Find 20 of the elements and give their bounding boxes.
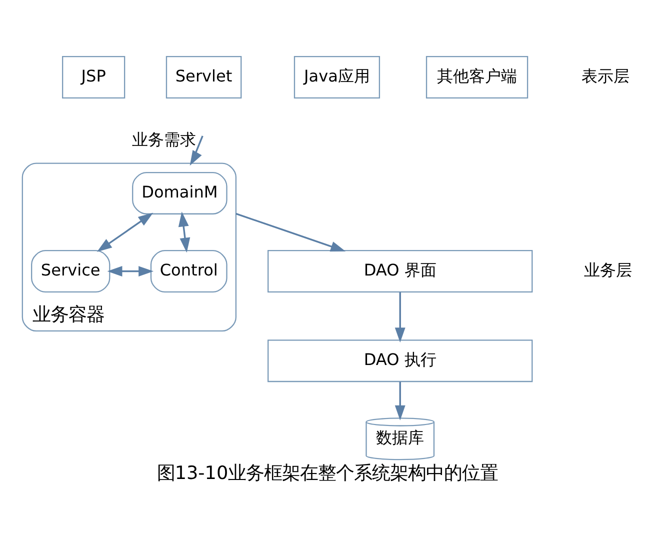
arrow [96,212,154,252]
arrow [107,266,154,276]
label: 表示层 [582,66,630,86]
node-box: 其他客户端 [426,56,528,98]
arrow [178,211,190,252]
node-box: DomainM [132,171,228,214]
caption: 图13-10业务框架在整个系统架构中的位置 [156,462,498,484]
arrow [394,292,406,342]
node-box: Servlet [166,56,242,98]
node-box: DAO 界面 [268,250,533,292]
arrow [190,135,204,166]
edge-label: 业务需求 [132,130,196,149]
arrow [236,212,346,251]
node-box: JSP [62,56,126,98]
node-box: DAO 执行 [268,339,533,382]
arrow [394,381,406,420]
node-box: Service [31,250,110,292]
node-box: Java应用 [294,56,380,98]
label: 业务层 [584,260,632,280]
node-box: Control [150,250,228,292]
